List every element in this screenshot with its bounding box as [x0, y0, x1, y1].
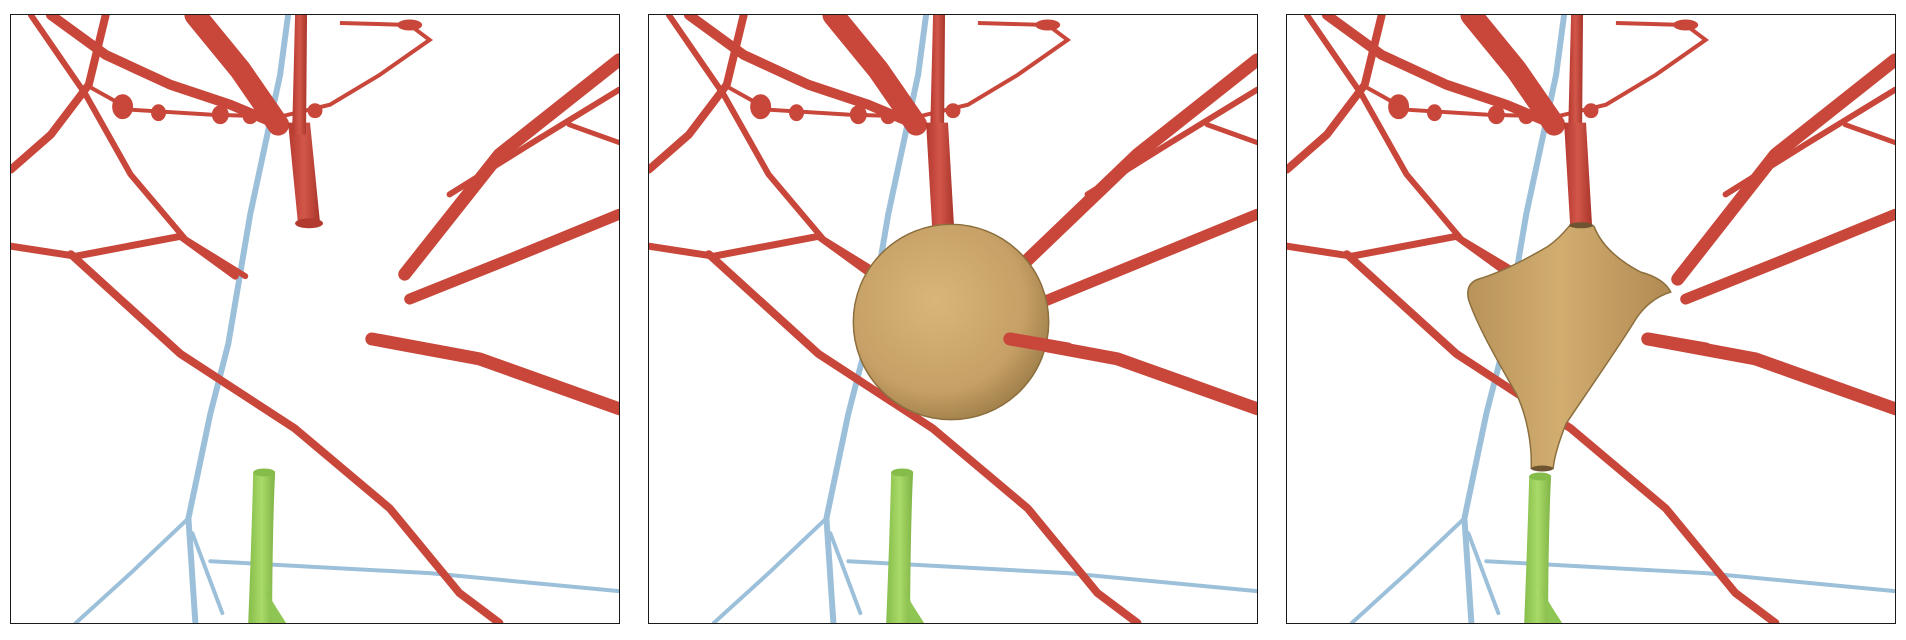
panel-sphere-soma [648, 14, 1258, 624]
dendrite-right-upper-3 [566, 122, 619, 146]
blue-axon-branch-right [1484, 559, 1895, 594]
green-process-body [886, 471, 914, 623]
trunk-body [1564, 122, 1592, 225]
panel-reconstructed-soma [1286, 14, 1896, 624]
dendrite-right-upper-2 [1722, 86, 1895, 198]
trunk-upper [1568, 15, 1584, 135]
blue-axon-branch-down [1466, 531, 1501, 616]
dendrite-right-upper-1 [398, 53, 619, 281]
dendrite-right-lower-thin [1802, 373, 1895, 415]
dendrite-right-upper-2 [446, 86, 619, 198]
trunk-body [926, 122, 954, 227]
bead [1035, 19, 1061, 31]
dendrite-right-lower-thin [526, 373, 619, 415]
panel-no-soma [10, 14, 620, 624]
green-process-body [248, 471, 276, 623]
green-process [248, 468, 287, 623]
dendrite-right-upper-2 [1084, 86, 1257, 198]
dendrite-stub-inside [1003, 332, 1075, 356]
red-dendrites-group [1287, 15, 1895, 623]
dendrite-right-middle [1680, 208, 1895, 305]
dendrite-left-horizontal [649, 232, 877, 280]
trunk-upper [292, 15, 308, 135]
dendrite-right-middle [404, 208, 619, 305]
dendrite-right-middle [1032, 208, 1257, 310]
bead [1487, 105, 1505, 125]
bead [945, 103, 961, 119]
green-process-cap [253, 468, 276, 477]
dendrite-top-trunk-a [1460, 15, 1566, 136]
bead [397, 19, 423, 31]
bead [789, 104, 804, 122]
dendrite-top-left-branch [1287, 15, 1386, 174]
dendrite-left-long [1303, 15, 1520, 276]
soma-cut-top [1569, 222, 1593, 229]
red-trunk-cylinder [926, 15, 954, 227]
blue-axon-branch-left [711, 516, 829, 623]
beaded-dendrite [1360, 19, 1710, 125]
dendrite-right-upper-3 [1204, 122, 1257, 146]
bead [112, 94, 134, 120]
bead [750, 94, 772, 120]
beaded-dendrite [722, 19, 1072, 125]
dendrite-right-upper-3 [1842, 122, 1895, 146]
dendrite-stub-right [1641, 332, 1713, 356]
dendrite-top-trunk-a [822, 15, 928, 136]
bead [1583, 103, 1599, 119]
bead [307, 103, 323, 119]
bead [1518, 109, 1534, 125]
trunk-cap [295, 218, 323, 229]
red-dendrites-group [649, 15, 1257, 623]
green-process-cap [1529, 472, 1552, 481]
soma-reconstructed [1467, 222, 1672, 470]
soma-cut-bottom [1531, 465, 1554, 472]
soma-sphere [852, 223, 1050, 421]
dendrite-left-horizontal [11, 232, 239, 280]
green-process [886, 468, 925, 623]
blue-axon-group [73, 15, 619, 623]
dendrite-right-upper-1 [1011, 53, 1257, 276]
dendrite-right-lower-thin [1164, 373, 1257, 415]
dendrite-top-left-branch [11, 15, 110, 174]
green-process-branch [1542, 588, 1563, 623]
green-process-branch [904, 588, 925, 623]
blue-axon-branch-left [1349, 516, 1467, 623]
beaded-dendrite [84, 19, 434, 125]
dendrite-left-horizontal [1287, 232, 1515, 280]
trunk-upper [930, 15, 946, 135]
bead [151, 104, 166, 122]
green-process [1524, 472, 1563, 623]
neuron-skeleton-scene [11, 15, 619, 623]
blue-axon-branch-right [208, 559, 619, 594]
neuron-sphere-soma-scene [649, 15, 1257, 623]
dendrite-main-diagonal [66, 250, 504, 623]
red-dendrites-group [11, 15, 619, 623]
dendrite-top-left-branch [649, 15, 748, 174]
bead [1673, 19, 1699, 31]
blue-axon-branch-down [190, 531, 225, 616]
trunk-body [288, 122, 320, 225]
dendrite-top-trunk-a [184, 15, 290, 136]
green-process-branch [266, 588, 287, 623]
red-trunk-cylinder [1564, 15, 1592, 225]
dendrite-left-long [27, 15, 249, 280]
dendrite-right-upper-1 [1671, 53, 1895, 286]
bead [211, 105, 229, 125]
bead [242, 109, 258, 125]
blue-axon-branch-left [73, 516, 191, 623]
green-process-body [1524, 475, 1552, 623]
green-process-cap [891, 468, 914, 477]
blue-axon-branch-down [828, 531, 863, 616]
bead [880, 109, 896, 125]
bead [849, 105, 867, 125]
dendrite-main-diagonal [1342, 250, 1780, 623]
bead [1388, 94, 1410, 120]
red-trunk-cylinder [288, 15, 323, 229]
blue-axon-branch-right [846, 559, 1257, 594]
bead [1427, 104, 1442, 122]
dendrite-main-diagonal [704, 250, 1142, 623]
neuron-reconstructed-soma-scene [1287, 15, 1895, 623]
dendrite-left-long [665, 15, 887, 280]
